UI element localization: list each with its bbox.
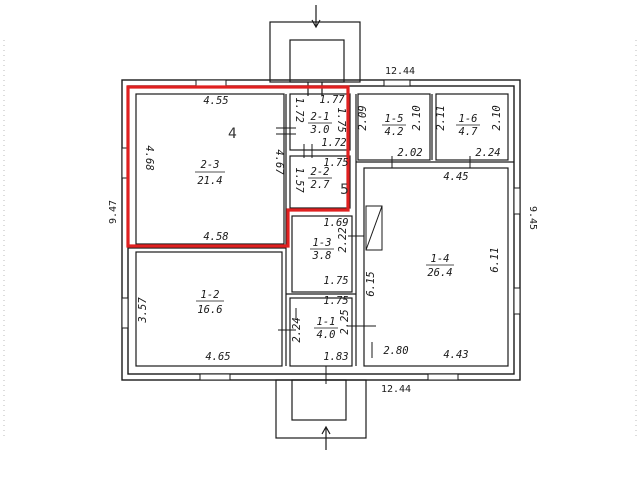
dim-r16-left: 2.11 [435,105,447,130]
room-area: 4.7 [459,126,479,138]
room-2-3: 2-3 21.4 [195,159,225,187]
dim-r22-left: 1.57 [293,167,305,193]
dim-r16-bottom: 2.24 [475,147,500,159]
room-1-5: 1-5 4.2 [382,113,406,138]
room-1-3: 1-3 3.8 [310,237,334,262]
dim-r16-right: 2.10 [491,105,503,130]
dim-right-overall: 9.45 [527,206,538,230]
dim-r11-right: 2.25 [339,309,351,334]
room-1-2: 1-2 16.6 [196,289,224,316]
dim-r15-left: 2.09 [357,105,369,130]
dim-r23-top: 4.55 [203,95,228,107]
door-marks [276,127,471,384]
interior-walls [128,93,514,367]
room-area: 4.2 [385,126,404,138]
dim-r21-right: 1.75 [335,107,347,132]
dim-r22-bottom: 1.69 [323,217,348,229]
dim-bottom-overall: 12.44 [381,384,411,395]
dim-r23-right: 4.67 [273,149,285,175]
entrance-porch-bottom [275,379,367,450]
room-area: 16.6 [197,304,222,316]
room-2-1: 2-1 3.0 [308,111,332,136]
dim-r13-right: 2.22 [337,227,349,252]
room-area: 21.4 [197,175,222,187]
dim-r22-top: 1.75 [323,157,348,169]
room-id: 1-6 [459,113,478,125]
dim-r14-right: 6.11 [489,247,501,272]
room-id: 2-1 [311,111,330,123]
room-id: 1-3 [313,237,332,249]
dim-r11-bottom: 1.83 [323,351,348,363]
dim-r14-bottom-left: 2.80 [383,345,408,357]
dim-r12-bottom: 4.65 [205,351,230,363]
room-area: 26.4 [427,267,452,279]
room-1-4: 1-4 26.4 [426,253,454,279]
room-1-6: 1-6 4.7 [456,113,480,138]
dim-r12-left: 3.57 [137,297,149,324]
room-id: 1-1 [317,316,336,328]
room-area: 3.0 [310,124,330,136]
room-id: 1-4 [431,253,450,265]
room-id: 1-5 [385,113,404,125]
dim-r11-left: 2.24 [291,317,303,342]
room-area: 3.8 [312,250,332,262]
room-id: 2-2 [311,166,330,178]
dim-r15-right: 2.10 [411,105,423,130]
room-area: 2.7 [311,179,331,191]
handwritten-mark: 4 [228,126,237,142]
highlight-outline [126,85,350,248]
dim-r21-top: 1.77 [319,94,345,106]
scan-edge-marks [3,40,637,440]
dim-r14-bottom: 4.43 [443,349,468,361]
room-id: 2-3 [201,159,220,171]
dim-r23-left: 4.68 [143,145,155,170]
dim-r15-bottom: 2.02 [397,147,422,159]
dim-r21-bottom: 1.72 [321,137,346,149]
dim-left-overall: 9.47 [108,200,119,224]
windows [121,79,521,381]
dim-r23-bottom: 4.58 [203,231,228,243]
handwritten-mark: 5 [340,182,349,198]
room-2-2: 2-2 2.7 [308,166,332,191]
room-id: 1-2 [201,289,220,301]
dim-r14-top: 4.45 [443,171,468,183]
dim-r11-top: 1.75 [323,295,348,307]
dim-r14-left: 6.15 [365,271,377,296]
entrance-porch-top [269,5,361,96]
dim-top-overall: 12.44 [385,66,415,77]
dim-r21-left: 1.72 [293,97,305,122]
room-1-1: 1-1 4.0 [314,316,338,341]
dim-r13-bottom: 1.75 [323,275,348,287]
room-area: 4.0 [317,329,336,341]
